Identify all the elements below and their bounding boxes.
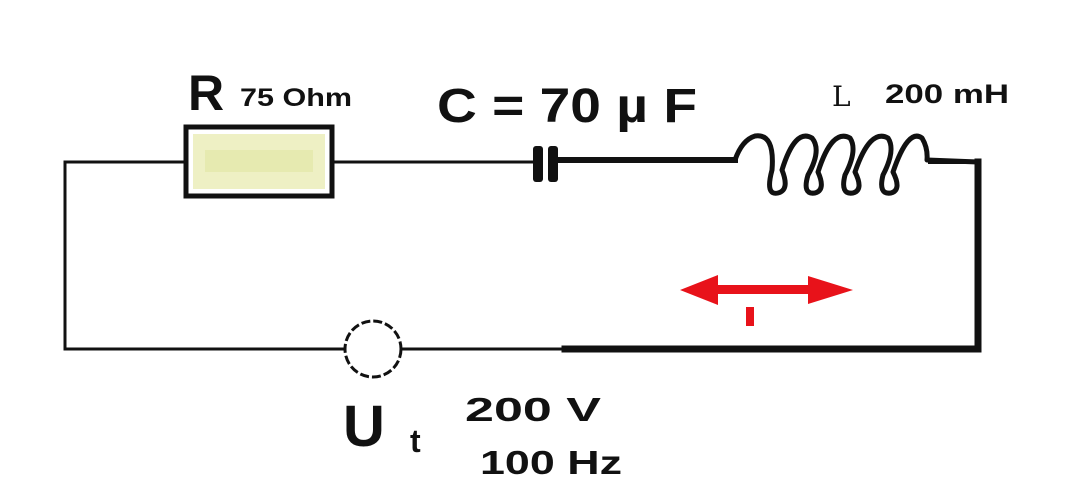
capacitor-label: C = 70 µ F xyxy=(437,80,697,133)
capacitor xyxy=(533,146,558,182)
resistor xyxy=(183,124,335,199)
source-voltage: 200 V xyxy=(465,391,601,428)
current-arrow-icon xyxy=(680,275,853,326)
inductor-coil xyxy=(732,133,979,196)
inductor-value: 200 mH xyxy=(885,79,1009,109)
wires xyxy=(63,157,982,353)
resistor-symbol: R xyxy=(188,65,224,121)
source-symbol: U xyxy=(343,394,385,459)
wire-right-bottom xyxy=(561,158,982,353)
source-subscript: t xyxy=(410,423,421,459)
source-frequency: 100 Hz xyxy=(480,444,622,481)
voltage-source-icon xyxy=(343,319,403,379)
resistor-value: 75 Ohm xyxy=(240,84,352,112)
inductor-symbol: L xyxy=(832,80,851,113)
wire-left-loop xyxy=(63,160,347,351)
